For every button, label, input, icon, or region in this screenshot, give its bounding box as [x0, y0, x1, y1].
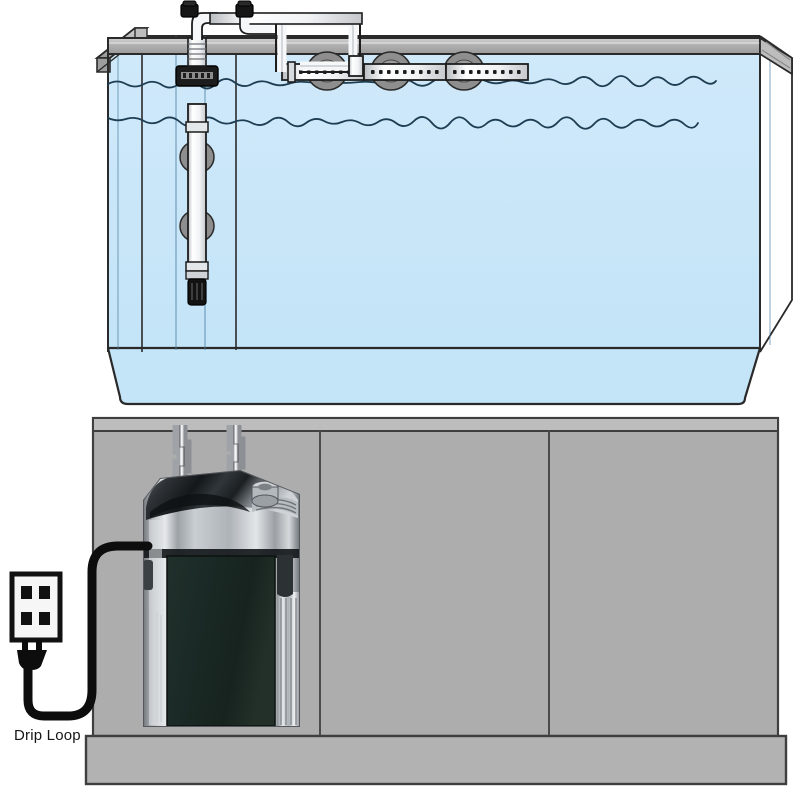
- power-cord-assembly: [23, 541, 153, 721]
- tank-floor: [106, 346, 762, 406]
- plug-prong: [36, 640, 42, 651]
- power-cord-drip-loop: [23, 541, 153, 721]
- top-pipe-run: [180, 0, 363, 35]
- outlet-slot: [39, 586, 50, 599]
- filter-latch-slot[interactable]: [277, 555, 293, 597]
- tank-right-back-edge: [759, 35, 793, 353]
- intake-strainer: [185, 270, 209, 306]
- top-pipe-horizontal: [209, 12, 363, 25]
- filter-head-shadow: [150, 493, 250, 518]
- right-tap-elbow-outline: [239, 17, 276, 35]
- water-surface-line-upper: [107, 75, 717, 90]
- return-pipe-downspout: [348, 55, 364, 77]
- outlet-slot: [21, 586, 32, 599]
- filter-left-latch[interactable]: [143, 560, 153, 590]
- outlet-slot: [39, 612, 50, 625]
- cabinet-top-trim: [92, 417, 779, 432]
- power-plug[interactable]: [17, 640, 47, 670]
- tank-water-volume: [108, 52, 760, 398]
- plug-prong: [22, 640, 28, 651]
- drip-loop-label: Drip Loop: [14, 727, 81, 744]
- filter-front-window: [167, 556, 275, 726]
- intake-assembly: [175, 12, 219, 306]
- intake-tube-joint: [185, 121, 209, 133]
- hose-return-edge: [233, 425, 239, 493]
- filter-right-ribs: [277, 592, 300, 727]
- filter-clamp-band: [143, 549, 300, 558]
- filter-hoses: [172, 425, 246, 495]
- tank-rim-right-perspective: [759, 36, 793, 76]
- canister-filter: [143, 470, 300, 727]
- stand-base-plinth: [84, 734, 788, 786]
- intake-tube-joint-lower: [185, 261, 209, 272]
- intake-collar: [175, 65, 219, 87]
- tap-valve-cap[interactable]: [182, 0, 197, 7]
- wall-outlet-plate: [9, 571, 63, 643]
- filter-body-outline: [143, 470, 300, 727]
- tap-valve-right[interactable]: [235, 0, 254, 18]
- intake-elbow-body: [192, 13, 212, 40]
- intake-ribbed-section: [187, 37, 207, 67]
- water-surface-line-lower: [107, 116, 699, 130]
- tap-valve-cap[interactable]: [237, 0, 252, 7]
- outlet-slot: [21, 612, 32, 625]
- spray-bar-end-cap: [287, 61, 296, 83]
- wall-outlet-assembly: [9, 571, 63, 670]
- right-tap-elbow: [240, 18, 272, 35]
- filter-left-highlight: [149, 520, 162, 725]
- filter-left-rib-lines: [151, 610, 162, 722]
- filter-priming-port[interactable]: [251, 480, 279, 508]
- hose-intake-edge: [179, 425, 185, 495]
- plug-body: [17, 650, 47, 670]
- tap-valve-left[interactable]: [180, 0, 199, 18]
- intake-elbow-outline-inner: [201, 22, 218, 40]
- filter-rib-lines: [280, 598, 297, 725]
